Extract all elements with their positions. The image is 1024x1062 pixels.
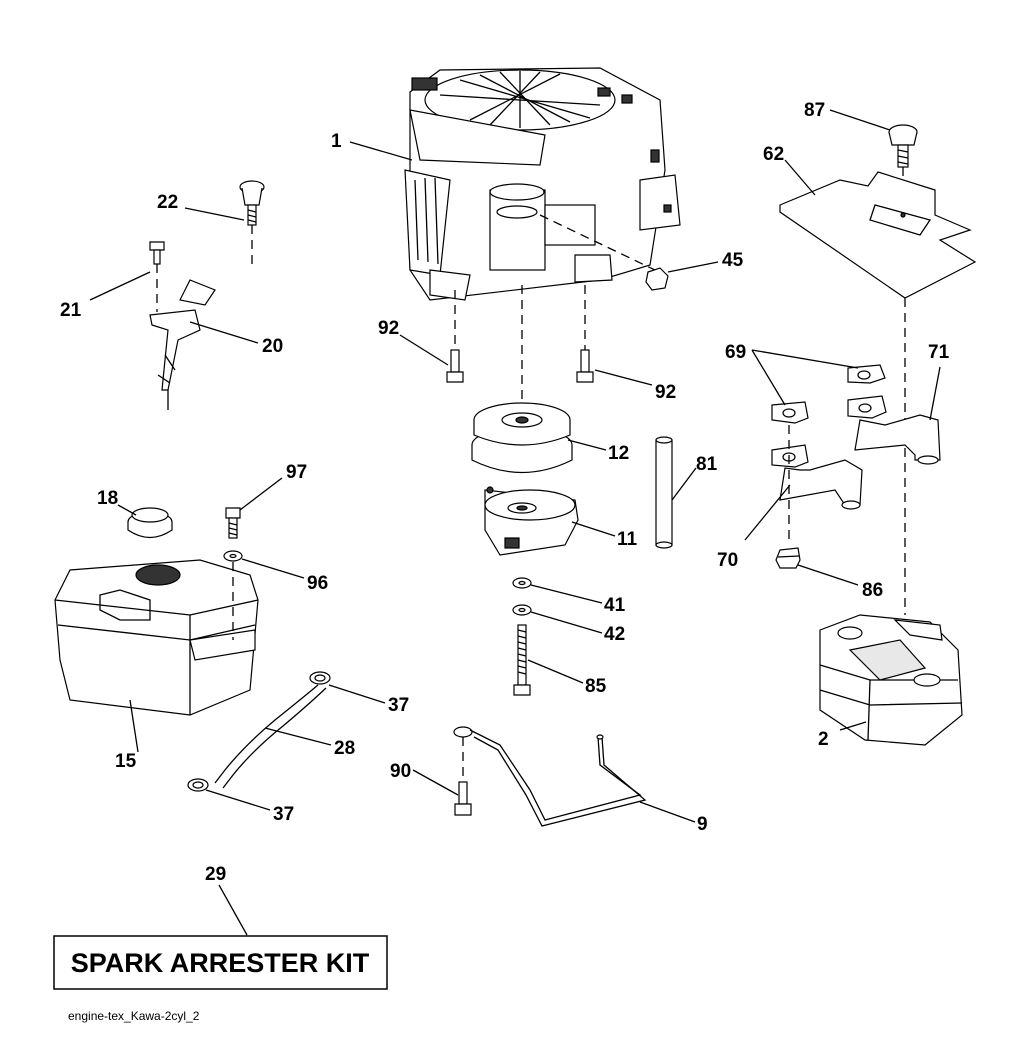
fuel-cap [127,507,173,539]
hose-clamp-upper [309,671,331,685]
label-fuel-tank: 15 [115,751,137,772]
spark-arrester-kit-label: SPARK ARRESTER KIT [71,948,370,978]
choke-knob [239,180,265,226]
exhaust-pipe-right [847,395,941,465]
label-tube: 81 [696,454,718,475]
shield-screw [888,124,918,168]
label-throttle-control: 20 [262,336,283,357]
engine-bolt-left [446,349,464,383]
label-engine: 1 [331,131,342,152]
nut [645,267,669,291]
label-shield-screw: 87 [804,100,825,121]
washer-42 [512,604,532,616]
label-choke-knob: 22 [157,192,178,213]
muffler [819,614,963,746]
label-engine-bolt-left: 92 [378,318,399,339]
label-exhaust-pipe-right: 71 [928,342,950,363]
fuel-tank [54,559,259,716]
hose-clamp-lower [187,778,209,792]
label-gasket: 69 [725,342,746,363]
label-fuel-cap: 18 [97,488,118,509]
clutch-bolt [513,624,531,696]
tank-screw [225,507,241,539]
label-pulley: 12 [608,443,629,464]
label-tank-washer: 96 [307,573,328,594]
bracket-rod [453,726,647,827]
pulley [471,402,573,473]
gasket-upper [847,364,886,384]
label-hose-clamp-upper: 37 [388,695,409,716]
tank-washer [223,550,243,562]
fuel-line [214,684,327,789]
label-clutch-bolt: 85 [585,676,607,697]
label-exhaust-pipe-left: 70 [717,550,738,571]
label-nut: 45 [722,250,744,271]
label-heat-shield: 62 [763,144,784,165]
label-bracket-rod: 9 [697,814,708,835]
label-washer-41: 41 [604,595,626,616]
label-washer-42: 42 [604,624,625,645]
label-tank-screw: 97 [286,462,307,483]
label-spark-arrester: 29 [205,864,226,885]
pto-clutch [484,486,579,556]
tube [655,436,673,549]
throttle-screw [149,241,165,265]
bracket-bolt [454,781,472,816]
heat-shield [779,171,977,299]
exhaust-nut [775,547,801,569]
label-throttle-screw: 21 [60,300,82,321]
label-bracket-bolt: 90 [390,761,411,782]
washer-41 [512,577,532,589]
label-engine-bolt-right: 92 [655,382,676,403]
spark-arrester-kit-box [53,935,388,990]
diagram-code: engine-tex_Kawa-2cyl_2 [68,1009,200,1023]
label-pto-clutch: 11 [617,529,638,550]
engine [404,67,681,301]
throttle-control [149,279,216,410]
engine-bolt-right [576,349,594,383]
exhaust-pipe-left [771,444,863,510]
gasket-lower [771,401,809,424]
label-fuel-line: 28 [334,738,355,759]
label-exhaust-nut: 86 [862,580,883,601]
label-muffler: 2 [818,729,829,750]
label-hose-clamp-lower: 37 [273,804,294,825]
